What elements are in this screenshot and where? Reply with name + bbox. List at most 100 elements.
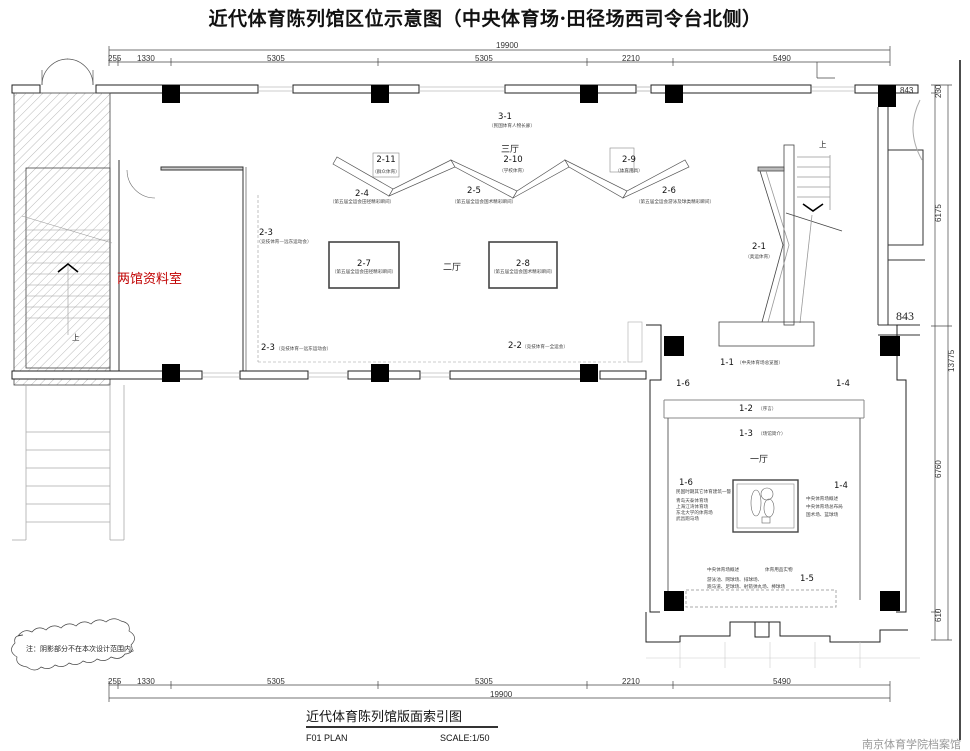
dim-top-total: 19900 [496, 41, 519, 50]
dim-top-seg: 5305 [267, 54, 285, 63]
hall1-label: 一厅 [750, 454, 768, 465]
caption-plan: F01 PLAN [306, 733, 348, 743]
display-case-2-7 [328, 241, 400, 289]
panel-1-3: 1-3 （场馆简介） [739, 429, 786, 439]
svg-text:民国时期其它体育建筑一瞥: 民国时期其它体育建筑一瞥 [676, 488, 732, 495]
svg-text:（民国体育人物长廊）: （民国体育人物长廊） [489, 122, 535, 129]
svg-text:东北大学的体育场: 东北大学的体育场 [676, 509, 713, 516]
windows-north [258, 86, 855, 92]
panel-2-1: 2-1 （奥运体育） [745, 242, 773, 260]
svg-text:3-1: 3-1 [498, 112, 512, 122]
left-stair [21, 215, 113, 335]
stair-up-label: 上 [72, 333, 80, 342]
stair-up-arrow-icon [57, 262, 79, 273]
watermark: 南京体育学院档案馆 [862, 737, 961, 751]
archive-room [118, 160, 247, 372]
dim-bottom-seg: 5490 [773, 677, 791, 686]
page-title: 近代体育陈列馆区位示意图（中央体育场·田径场西司令台北侧） [208, 8, 762, 30]
svg-text:游泳池、网球场、排球场、: 游泳池、网球场、排球场、 [707, 576, 762, 583]
svg-text:国术场、篮球场: 国术场、篮球场 [806, 511, 839, 518]
note-text: 注：阴影部分不在本次设计范围内。 [26, 644, 138, 653]
svg-text:（竞技体育—远东运动会）: （竞技体育—远东运动会） [256, 238, 311, 245]
dim-top-seg: 5305 [475, 54, 493, 63]
panel-1-2: 1-2 （序言） [739, 404, 776, 414]
svg-text:（竞技体育—远东运动会）: （竞技体育—远东运动会） [276, 345, 331, 352]
svg-text:（第五届全运会田径精彩瞬间）: （第五届全运会田径精彩瞬间） [330, 198, 394, 205]
zigzag-panels [332, 156, 690, 199]
svg-text:1-3: 1-3 [739, 429, 753, 439]
dim-bottom-seg: 1330 [137, 677, 155, 686]
panel-3-1: 3-1 （民国体育人物长廊） [489, 112, 535, 129]
svg-text:中央体育场概述: 中央体育场概述 [806, 495, 839, 502]
dim-right-seg: 6760 [934, 460, 943, 478]
columns-south [162, 364, 598, 382]
south-grid [646, 642, 920, 668]
panel-2-6: 2-6 （第五届全运会游泳及球类精彩瞬间） [636, 186, 714, 205]
svg-text:2-5: 2-5 [467, 186, 481, 196]
svg-text:中央体育场总布局: 中央体育场总布局 [806, 503, 843, 510]
panel-box-2-9 [609, 147, 635, 173]
svg-text:2-7: 2-7 [357, 259, 371, 269]
svg-text:2-3: 2-3 [261, 343, 275, 353]
svg-text:（第五届全运会国术精彩瞬间）: （第五届全运会国术精彩瞬间） [491, 268, 555, 275]
right-dimensions [931, 60, 961, 740]
svg-text:（群众体育）: （群众体育） [372, 168, 400, 175]
top-dimensions [108, 46, 891, 79]
panel-2-2: 2-2 （竞技体育—全运会） [508, 341, 568, 351]
east-walls [877, 99, 925, 336]
svg-text:跑马道、足球场、射箭弹丸场、棒球场: 跑马道、足球场、射箭弹丸场、棒球场 [707, 583, 786, 590]
svg-text:（序言）: （序言） [758, 405, 776, 412]
panel-2-4: 2-4 （第五届全运会田径精彩瞬间） [330, 189, 394, 205]
south-wall [11, 370, 647, 380]
windows-south [202, 372, 450, 378]
entrance-door[interactable] [41, 58, 94, 86]
dim-bottom-total: 19900 [490, 690, 513, 699]
panel-2-3-upper: 2-3 （竞技体育—远东运动会） [256, 228, 311, 245]
svg-text:（第五届全运会田径精彩瞬间）: （第五届全运会田径精彩瞬间） [332, 268, 396, 275]
bottom-dimensions [108, 681, 891, 702]
svg-text:（第五届全运会国术精彩瞬间）: （第五届全运会国术精彩瞬间） [452, 198, 516, 205]
svg-text:2-6: 2-6 [662, 186, 676, 196]
stair-down-arrow-icon [802, 203, 824, 212]
panel-1-4-upper: 1-4 [836, 379, 850, 389]
columns-hall1 [664, 336, 900, 611]
svg-text:2-3: 2-3 [259, 228, 273, 238]
svg-text:武昌跑马场: 武昌跑马场 [676, 515, 699, 522]
panel-1-1: 1-1 （中央体育场总览图） [720, 358, 783, 368]
archive-door[interactable] [126, 169, 156, 199]
panel-2-3-lower: 2-3 （竞技体育—远东运动会） [261, 343, 331, 353]
svg-text:（场馆简介）: （场馆简介） [758, 430, 786, 437]
dim-offset-mid: 843 [896, 309, 914, 323]
hall1-right-text: 中央体育场概述 中央体育场总布局 国术场、篮球场 [806, 495, 843, 518]
svg-text:中央体育场概述: 中央体育场概述 [707, 566, 740, 573]
archive-room-label: 两馆资料室 [117, 271, 182, 287]
svg-text:体育用品实物: 体育用品实物 [765, 566, 793, 573]
svg-text:（学校体育）: （学校体育） [499, 167, 527, 174]
svg-text:（第五届全运会游泳及球类精彩瞬间）: （第五届全运会游泳及球类精彩瞬间） [636, 198, 714, 205]
hall2-label: 二厅 [443, 262, 461, 273]
caption-title: 近代体育陈列馆版面索引图 [306, 709, 462, 725]
dim-right-seg: 230 [934, 84, 943, 98]
hall1-walls [645, 324, 910, 643]
dim-offset-top: 843 [900, 86, 914, 95]
dim-bottom-seg: 2210 [622, 677, 640, 686]
display-case-2-8 [488, 241, 558, 289]
panel-2-8: 2-8 （第五届全运会国术精彩瞬间） [491, 259, 555, 275]
dim-right-seg: 6175 [934, 204, 943, 222]
svg-text:青岛天泰体育场: 青岛天泰体育场 [676, 497, 709, 504]
svg-text:2-8: 2-8 [516, 259, 530, 269]
panel-1-6-upper: 1-6 [676, 379, 690, 389]
dim-top-seg: 1330 [137, 54, 155, 63]
dim-top-seg: 255 [108, 54, 122, 63]
dim-bottom-seg: 5305 [475, 677, 493, 686]
panel-1-6-lower: 1-6 [679, 478, 693, 488]
hall2-display-walls [257, 195, 628, 363]
central-exhibit [732, 479, 799, 533]
svg-text:2-10: 2-10 [503, 155, 522, 165]
svg-text:2-11: 2-11 [376, 155, 395, 165]
panel-1-5: 1-5 [800, 574, 814, 584]
dim-top-seg: 5490 [773, 54, 791, 63]
outside-stair [12, 385, 125, 541]
panel-2-11: 2-11 （群众体育） [372, 155, 400, 175]
